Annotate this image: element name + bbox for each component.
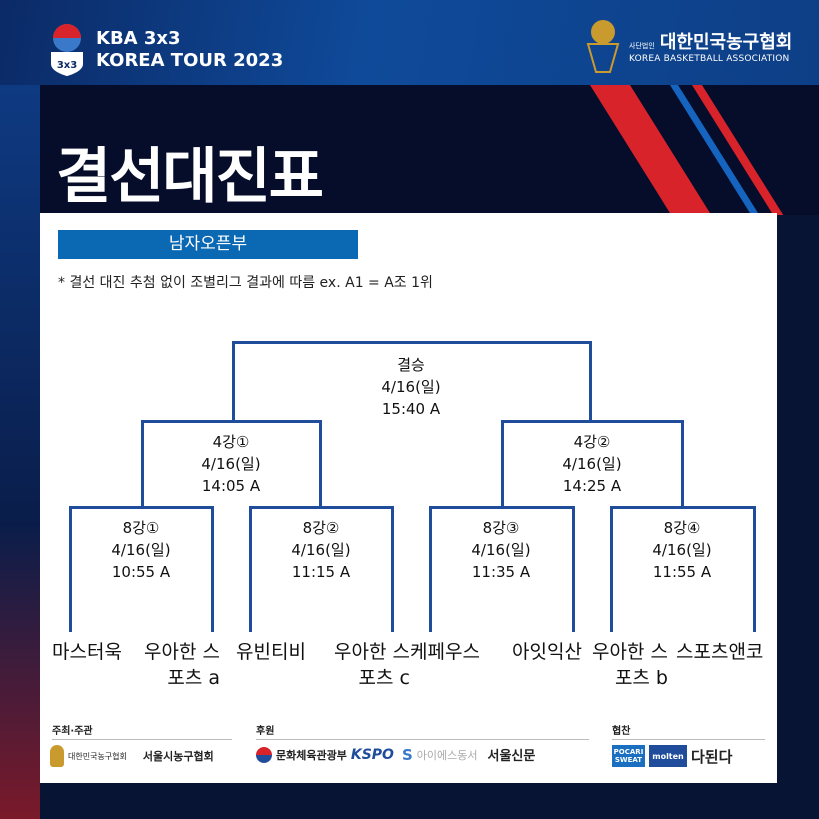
qf2-match-info: 8강② 4/16(일) 11:15 A bbox=[241, 517, 401, 583]
match-round: 결승 bbox=[397, 356, 425, 374]
match-date: 4/16(일) bbox=[652, 541, 712, 559]
host-logos: 대한민국농구협회 서울시농구협회 bbox=[50, 745, 214, 767]
qf3-bracket-line bbox=[429, 506, 575, 632]
match-round: 8강③ bbox=[482, 519, 520, 537]
match-time: 14:25 A bbox=[562, 477, 622, 495]
semi2-bracket-line bbox=[501, 420, 684, 508]
match-date: 4/16(일) bbox=[291, 541, 351, 559]
match-time: 11:15 A bbox=[291, 563, 351, 581]
brand-line2: KOREA TOUR 2023 bbox=[96, 50, 284, 71]
match-time: 11:55 A bbox=[652, 563, 712, 581]
match-time: 14:05 A bbox=[201, 477, 261, 495]
match-date: 4/16(일) bbox=[381, 378, 441, 396]
division-tab[interactable]: 남자오픈부 bbox=[58, 230, 358, 259]
match-round: 8강② bbox=[302, 519, 340, 537]
kba-3x3-logo: 3x3 bbox=[51, 24, 83, 76]
team-name: 우아한 스포츠 b bbox=[592, 641, 668, 689]
partner-molten: molten bbox=[649, 745, 687, 767]
qf1-bracket-line bbox=[69, 506, 214, 632]
match-round: 4강① bbox=[212, 433, 250, 451]
match-date: 4/16(일) bbox=[471, 541, 531, 559]
qf3-match-info: 8강③ 4/16(일) 11:35 A bbox=[421, 517, 581, 583]
host-label: 주최·주관 bbox=[52, 722, 232, 740]
header-band bbox=[0, 0, 819, 85]
host-kba: 대한민국농구협회 bbox=[68, 751, 127, 761]
qf4-match-info: 8강④ 4/16(일) 11:55 A bbox=[602, 517, 762, 583]
match-date: 4/16(일) bbox=[111, 541, 171, 559]
final-match-info: 결승 4/16(일) 15:40 A bbox=[331, 354, 491, 420]
match-time: 11:35 A bbox=[471, 563, 531, 581]
match-round: 4강② bbox=[573, 433, 611, 451]
semi2-match-info: 4강② 4/16(일) 14:25 A bbox=[512, 431, 672, 497]
team-name: 케페우스 bbox=[410, 641, 480, 663]
sponsor-mcst: 문화체육관광부 bbox=[276, 748, 347, 762]
sponsor-logos: 문화체육관광부 KSPO S 아이에스동서 서울신문 bbox=[256, 745, 535, 764]
taegeuk-icon bbox=[256, 746, 272, 763]
team-name: 마스터욱 bbox=[52, 641, 122, 663]
partner-pocari: POCARI SWEAT bbox=[612, 745, 645, 767]
sponsor-kspo: KSPO bbox=[350, 746, 394, 763]
match-time: 15:40 A bbox=[381, 400, 441, 418]
team-name: 우아한 스포츠 c bbox=[334, 641, 410, 689]
kba-emblem-icon bbox=[50, 745, 64, 767]
qf2-bracket-line bbox=[249, 506, 394, 632]
org-name-ko: 대한민국농구협회 bbox=[659, 32, 793, 53]
bracket-note: * 결선 대진 추첨 없이 조별리그 결과에 따름 ex. A1 = A조 1위 bbox=[58, 275, 433, 291]
team-name: 스포츠앤코 bbox=[676, 641, 764, 663]
org-prefix: 사단법인 bbox=[629, 42, 655, 50]
team-name: 우아한 스포츠 a bbox=[144, 641, 220, 689]
is-logo-icon: S bbox=[401, 745, 413, 764]
brand-line1: KBA 3x3 bbox=[96, 28, 181, 49]
bracket-panel bbox=[40, 213, 777, 783]
qf1-match-info: 8강① 4/16(일) 10:55 A bbox=[61, 517, 221, 583]
team-name: 유빈티비 bbox=[236, 641, 306, 663]
org-name-en: KOREA BASKETBALL ASSOCIATION bbox=[629, 54, 790, 64]
sponsor-seoul-shinmun: 서울신문 bbox=[487, 749, 536, 764]
semi1-bracket-line bbox=[141, 420, 322, 508]
sponsor-isdongseo: 아이에스동서 bbox=[416, 748, 478, 762]
semi1-match-info: 4강① 4/16(일) 14:05 A bbox=[151, 431, 311, 497]
kba-logo: 사단법인 대한민국농구협회 KOREA BASKETBALL ASSOCIATI… bbox=[585, 18, 792, 74]
match-date: 4/16(일) bbox=[201, 455, 261, 473]
final-bracket-line bbox=[232, 341, 592, 421]
tour-brand: KBA 3x3 KOREA TOUR 2023 bbox=[96, 28, 283, 72]
match-time: 10:55 A bbox=[111, 563, 171, 581]
partner-logos: POCARI SWEAT molten 다된다 bbox=[612, 745, 732, 767]
basketball-hoop-icon bbox=[586, 20, 620, 73]
match-round: 8강① bbox=[122, 519, 160, 537]
partner-label: 협찬 bbox=[612, 722, 765, 740]
svg-text:3x3: 3x3 bbox=[57, 60, 77, 71]
decorative-edge bbox=[0, 85, 40, 819]
sponsor-label: 후원 bbox=[256, 722, 589, 740]
team-name: 아잇익산 bbox=[512, 641, 582, 663]
qf4-bracket-line bbox=[610, 506, 756, 632]
page-title: 결선대진표 bbox=[56, 142, 324, 212]
partner-dadoenda: 다된다 bbox=[691, 747, 733, 766]
match-round: 8강④ bbox=[663, 519, 701, 537]
match-date: 4/16(일) bbox=[562, 455, 622, 473]
host-seoul: 서울시농구협회 bbox=[142, 750, 214, 763]
